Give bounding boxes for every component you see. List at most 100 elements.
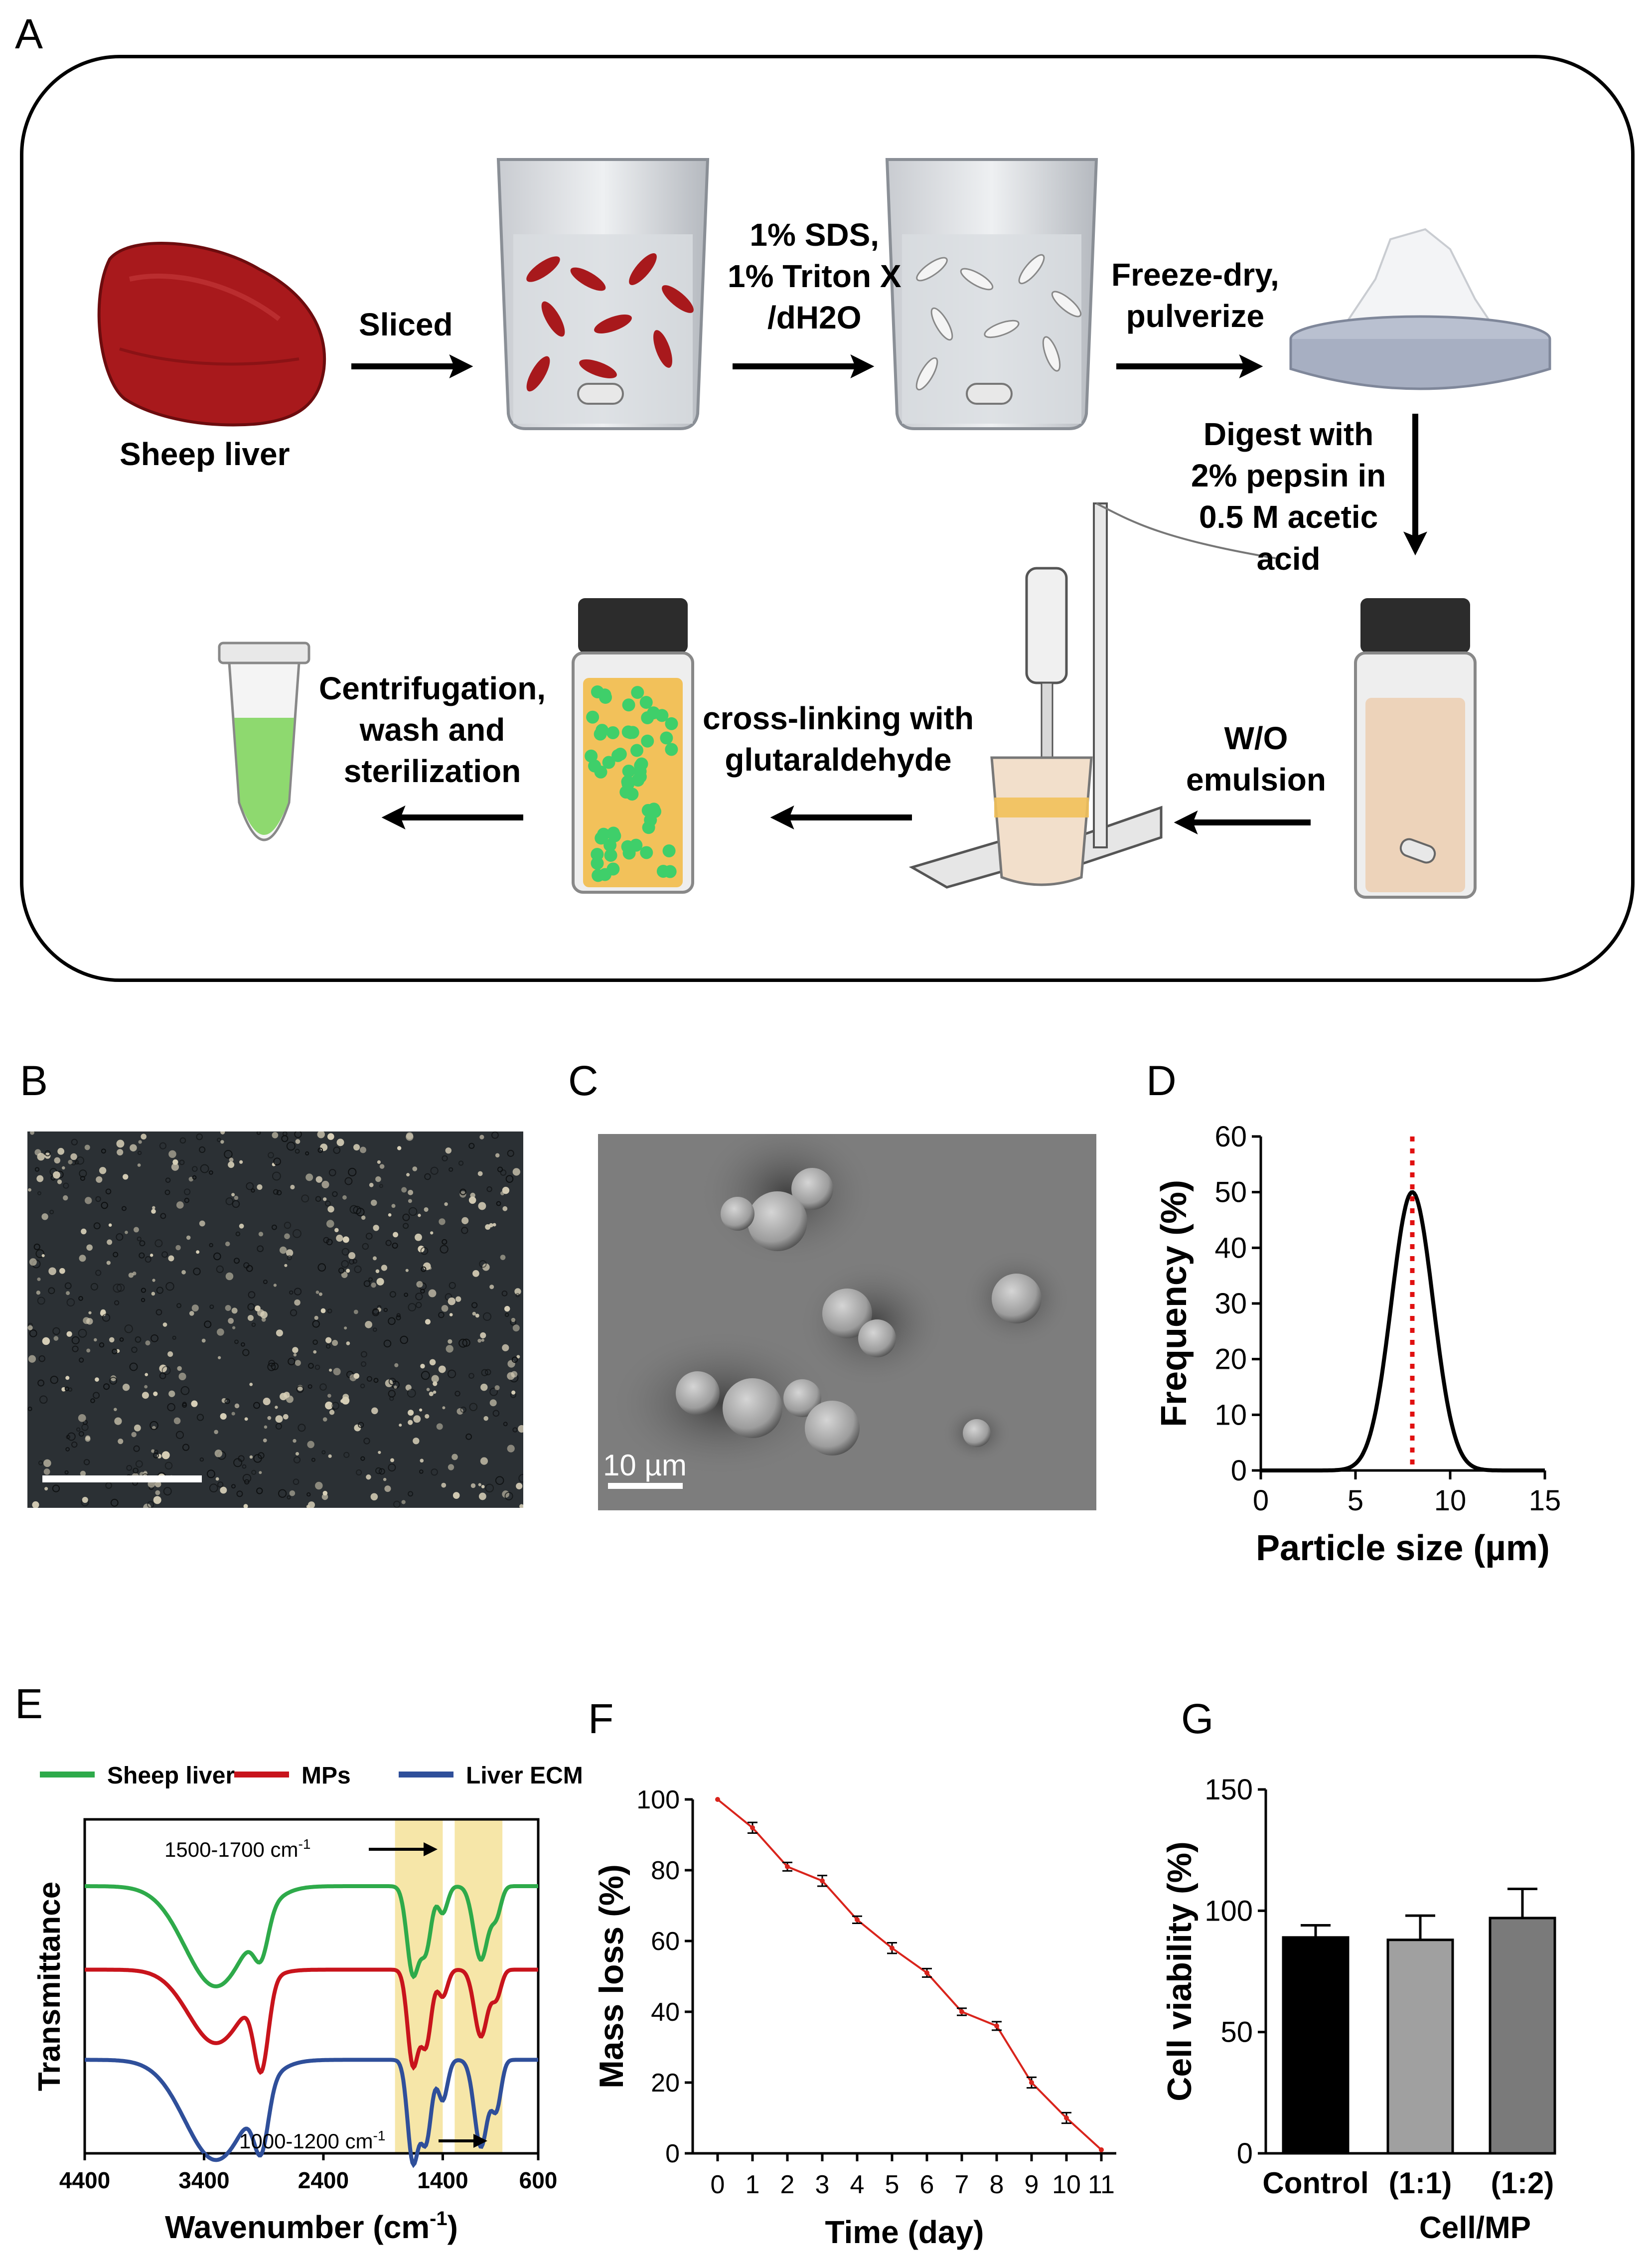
- micro-particle: [413, 1415, 421, 1423]
- micro-particle: [363, 1280, 371, 1288]
- micro-particle: [482, 1263, 490, 1271]
- panel-label-c: C: [568, 1057, 599, 1104]
- micro-particle: [86, 1348, 91, 1353]
- x-tick-label: 1400: [417, 2167, 468, 2193]
- micro-particle: [390, 1458, 394, 1462]
- micro-particle: [177, 1366, 182, 1371]
- micro-particle: [70, 1153, 77, 1160]
- micro-particle: [514, 1288, 521, 1295]
- micro-particle: [129, 1362, 138, 1371]
- microparticle: [586, 710, 600, 724]
- micro-particle: [415, 1301, 422, 1308]
- micro-particle: [415, 1293, 423, 1300]
- micro-particle: [200, 1164, 209, 1173]
- micro-particle: [394, 1385, 397, 1389]
- plot-frame: [83, 1818, 540, 2155]
- micro-particle: [141, 1288, 147, 1293]
- micro-particle: [48, 1287, 55, 1294]
- micro-particle: [400, 1335, 408, 1344]
- micro-particle: [381, 1265, 388, 1271]
- micro-particle: [161, 1366, 171, 1375]
- micro-particle: [139, 1240, 146, 1247]
- microparticle: [591, 856, 604, 870]
- microparticle: [591, 685, 604, 698]
- micro-particle: [470, 1192, 475, 1198]
- micro-particle: [424, 1173, 431, 1180]
- micro-particle: [366, 1376, 373, 1382]
- y-tick-label: 40: [651, 1998, 680, 2027]
- micro-particle: [325, 1344, 331, 1349]
- micro-particle: [321, 1450, 326, 1454]
- micro-particle: [468, 1196, 476, 1204]
- micro-particle: [137, 1150, 142, 1155]
- micro-particle: [301, 1194, 309, 1203]
- micro-particle: [228, 1318, 234, 1324]
- micro-particle: [32, 1501, 39, 1508]
- micro-particle: [433, 1390, 437, 1394]
- data-point: [715, 1797, 720, 1802]
- micro-particle: [196, 1414, 204, 1421]
- band-arrowhead: [424, 1842, 438, 1856]
- micro-particle: [110, 1498, 119, 1507]
- microparticle: [606, 726, 619, 739]
- x-tick-label: 1: [746, 2170, 760, 2199]
- highlight-band: [454, 1819, 503, 2153]
- micro-particle: [114, 1417, 122, 1425]
- micro-particle: [472, 1270, 479, 1277]
- micro-particle: [38, 1460, 43, 1465]
- homogenizer-icon: [908, 502, 1276, 889]
- micro-particle: [460, 1406, 467, 1413]
- micro-particle: [196, 1250, 200, 1254]
- microparticle: [630, 744, 643, 757]
- data-point: [959, 2009, 964, 2014]
- micro-particle: [81, 1424, 89, 1431]
- micro-particle: [399, 1424, 402, 1427]
- micro-particle: [72, 1345, 79, 1352]
- micro-particle: [469, 1403, 478, 1412]
- micro-particle: [79, 1255, 86, 1262]
- micro-particle: [154, 1481, 161, 1487]
- micro-particle: [478, 1483, 481, 1486]
- panel-label-a: A: [15, 10, 43, 57]
- micro-particle: [165, 1177, 171, 1183]
- micro-particle: [431, 1468, 438, 1476]
- micro-particle: [328, 1169, 336, 1176]
- micro-particle: [276, 1190, 282, 1196]
- microparticle: [644, 813, 657, 827]
- micro-particle: [447, 1369, 456, 1378]
- micro-particle: [516, 1355, 520, 1359]
- micro-particle: [83, 1459, 90, 1465]
- micro-particle: [175, 1245, 181, 1251]
- micro-particle: [248, 1291, 256, 1298]
- micro-particle: [348, 1252, 356, 1260]
- micro-particle: [168, 1390, 175, 1397]
- micro-particle: [375, 1269, 380, 1274]
- micro-particle: [315, 1291, 319, 1294]
- micro-particle: [239, 1160, 243, 1164]
- micro-particle: [388, 1463, 396, 1472]
- micro-particle: [458, 1160, 464, 1166]
- y-tick-label: 60: [1214, 1121, 1247, 1153]
- micro-particle: [243, 1262, 250, 1269]
- micro-particle: [144, 1385, 148, 1389]
- micro-particle: [321, 1180, 329, 1189]
- y-tick-label: 100: [1204, 1895, 1253, 1927]
- micro-particle: [428, 1289, 437, 1297]
- micro-particle: [52, 1327, 60, 1335]
- micro-particle: [249, 1383, 253, 1386]
- micro-particle: [332, 1340, 338, 1346]
- micro-particle: [494, 1385, 500, 1391]
- micro-particle: [141, 1297, 146, 1302]
- microparticle: [592, 869, 605, 882]
- sem-particles: [608, 1134, 1071, 1478]
- micro-particle: [228, 1161, 235, 1168]
- micro-particle: [29, 1258, 37, 1266]
- micro-particle: [243, 1504, 248, 1508]
- micro-particle: [289, 1490, 296, 1496]
- microparticle: [665, 743, 678, 756]
- micro-particle: [307, 1441, 314, 1449]
- micro-particle: [133, 1467, 139, 1474]
- micro-particle: [456, 1408, 463, 1415]
- micro-particle: [49, 1209, 54, 1215]
